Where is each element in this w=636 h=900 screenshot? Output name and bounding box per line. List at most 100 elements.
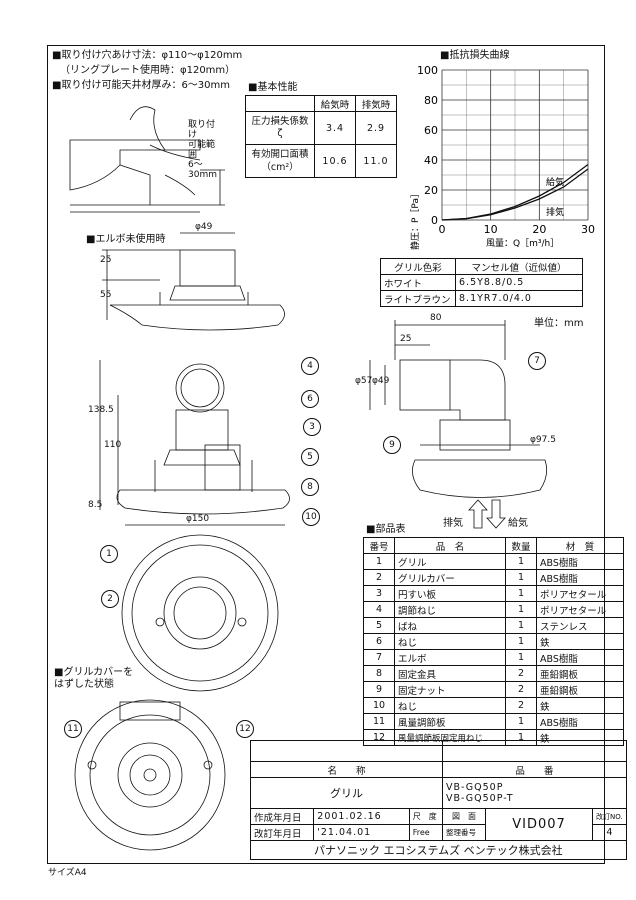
parts-cell-name: グリル	[394, 553, 506, 570]
callout-5: 5	[301, 448, 319, 466]
tb-created: 2001.02.16	[313, 808, 410, 825]
spec-thickness: ■取り付け可能天井材厚み：6～30mm	[52, 80, 231, 91]
color-r2c2: 8.1YR7.0/4.0	[455, 290, 583, 307]
chart-ytick: 80	[424, 94, 438, 107]
parts-cell-name: ねじ	[394, 633, 506, 650]
tb-name: グリル	[250, 777, 443, 809]
dim-55: 55	[100, 290, 112, 300]
dim-25b: 25	[400, 334, 412, 344]
tb-scale-label: 尺 度	[408, 808, 444, 825]
callout-3: 3	[303, 418, 321, 436]
basic-row2-exhaust: 11.0	[355, 144, 397, 178]
callout-4: 4	[301, 357, 319, 375]
parts-cell-qty: 1	[505, 633, 537, 650]
tb-ref-label: 整理番号	[442, 824, 486, 841]
parts-cell-no: 4	[363, 601, 395, 618]
dim-138: 138.5	[88, 405, 114, 415]
parts-cell-no: 1	[363, 553, 395, 570]
basic-row2-label2: （cm²）	[261, 162, 299, 173]
spec-ring: （リングプレート使用時：φ120mm）	[60, 65, 236, 76]
chart-xtick: 20	[532, 223, 546, 236]
parts-h-no: 番号	[363, 537, 395, 554]
parts-cell-mat: 亜鉛鋼板	[536, 681, 624, 698]
flow-exhaust: 排気	[443, 518, 463, 529]
parts-h-mat: 材 質	[536, 537, 624, 554]
basic-row1-label: 圧力損失係数ζ	[245, 111, 315, 145]
parts-cell-name: 調節ねじ	[394, 601, 506, 618]
parts-cell-qty: 1	[505, 649, 537, 666]
dim-d975: φ97.5	[530, 435, 556, 445]
parts-cell-no: 10	[363, 697, 395, 714]
plan-view	[121, 534, 279, 692]
chart-ytick: 100	[417, 64, 438, 77]
parts-cell-name: 固定金具	[394, 665, 506, 682]
elbow-view	[369, 320, 548, 498]
parts-cell-name: 固定ナット	[394, 681, 506, 698]
dim-85: 8.5	[88, 500, 103, 510]
paper-size: サイズA4	[48, 868, 87, 878]
callout-2: 2	[101, 590, 119, 608]
chart-ytick: 60	[424, 124, 438, 137]
chart-xtick: 10	[484, 223, 498, 236]
callout-10: 10	[302, 508, 320, 526]
parts-cell-mat: ポリアセタール	[536, 585, 624, 602]
callout-7: 7	[528, 352, 546, 370]
dim-25: 25	[100, 255, 112, 265]
basic-title: ■基本性能	[248, 82, 298, 93]
callout-11: 11	[64, 720, 82, 738]
parts-cell-qty: 1	[505, 601, 537, 618]
basic-row2-label1: 有効開口面積	[251, 149, 309, 160]
parts-cell-qty: 1	[505, 553, 537, 570]
chart-series-exhaust	[441, 168, 589, 221]
parts-cell-mat: ABS樹脂	[536, 553, 624, 570]
parts-cell-no: 3	[363, 585, 395, 602]
parts-cell-mat: 鉄	[536, 633, 624, 650]
tb-scale: Free	[408, 824, 444, 841]
basic-row2-intake: 10.6	[314, 144, 356, 178]
parts-cell-name: 風量調節板	[394, 713, 506, 730]
flow-intake: 給気	[508, 518, 528, 529]
parts-cell-name: ねじ	[394, 697, 506, 714]
parts-cell-qty: 2	[505, 665, 537, 682]
tb-rev-label: 改訂NO.	[592, 808, 627, 825]
parts-cell-qty: 1	[505, 585, 537, 602]
tb-ref: VID007	[485, 808, 593, 841]
parts-cell-mat: 鉄	[536, 697, 624, 714]
unit-label: 単位：mm	[534, 318, 584, 329]
drawing-frame	[47, 45, 605, 864]
callout-8: 8	[301, 478, 319, 496]
curve-title: ■抵抗損失曲線	[440, 50, 510, 61]
dim-80: 80	[430, 313, 442, 323]
parts-cell-name: 円すい板	[394, 585, 506, 602]
tb-number1: VB-GQ50P	[446, 782, 504, 793]
parts-cell-qty: 1	[505, 713, 537, 730]
install-detail	[69, 106, 225, 213]
parts-cell-no: 5	[363, 617, 395, 634]
callout-12: 12	[236, 720, 254, 738]
dim-d150: φ150	[186, 514, 210, 524]
callout-6: 6	[301, 390, 319, 408]
chart-xtick: 30	[581, 223, 595, 236]
curve-label-intake: 給気	[546, 176, 564, 188]
callout-9: 9	[383, 436, 401, 454]
curve-xlabel: 風量：Q［m³/h］	[486, 238, 559, 249]
tb-created-label: 作成年月日	[249, 808, 315, 825]
tb-h-name: 名 称	[250, 761, 443, 778]
parts-cell-qty: 2	[505, 697, 537, 714]
dim-d49b: φ49	[372, 376, 390, 386]
parts-cell-no: 11	[363, 713, 395, 730]
chart-ytick: 0	[431, 214, 438, 227]
tb-number2: VB-GQ50P-T	[446, 793, 514, 804]
curve-label-exhaust: 排気	[546, 206, 564, 218]
spec-hole: ■取り付け穴あけ寸法：φ110～φ120mm	[52, 50, 243, 61]
